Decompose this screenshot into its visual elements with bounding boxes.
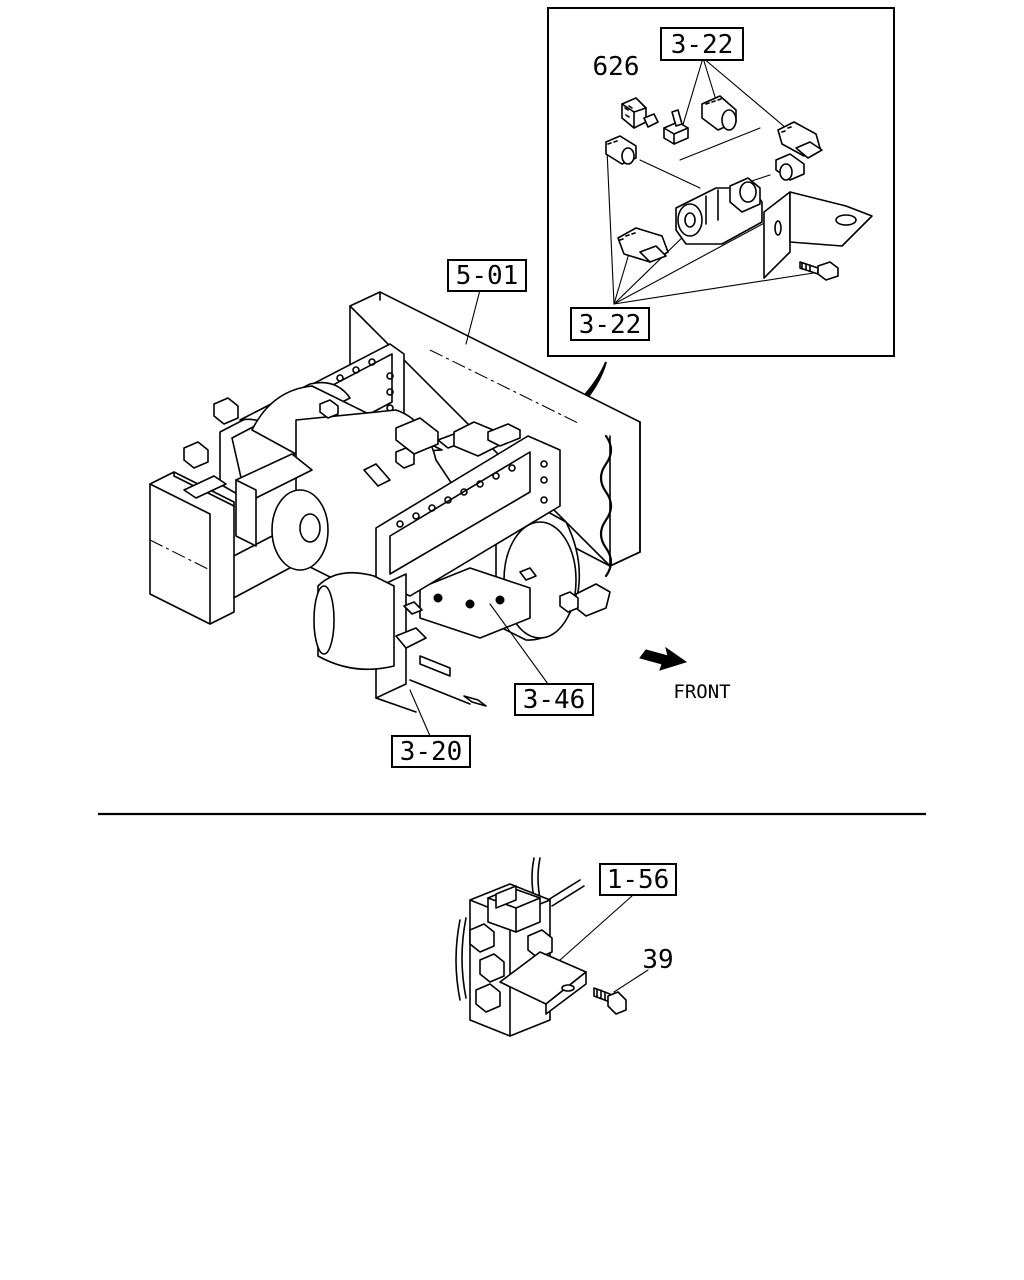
check-valve-part	[701, 95, 737, 131]
pressure-switch-part	[621, 97, 659, 129]
main-assembly: 5-01 3-46 3-20	[149, 259, 641, 768]
lower-bolt	[593, 987, 627, 1015]
callout-label-5-01: 5-01	[456, 261, 519, 291]
callout-box-3-22-top	[660, 27, 744, 61]
center-line	[429, 349, 581, 425]
callout-label-3-20: 3-20	[400, 737, 463, 767]
elbow-fitting-small	[663, 109, 689, 145]
connector-left-top	[605, 135, 637, 165]
connector-mid-right	[775, 153, 805, 181]
central-valve-body	[675, 177, 763, 245]
control-module	[149, 471, 235, 625]
lower-detail: 1-56 39	[455, 857, 677, 1037]
callout-label-3-22-bottom: 3-22	[579, 310, 642, 340]
valve-assembly-lower	[455, 857, 585, 1037]
lower-bracket	[499, 951, 587, 1015]
lower-leader-lines	[559, 895, 649, 993]
callout-box-3-20	[391, 735, 471, 768]
part-number-39: 39	[642, 945, 673, 975]
callout-label-1-56: 1-56	[607, 865, 670, 895]
front-direction-indicator: FRONT	[639, 646, 731, 703]
detail-inset: 3-22 626 3-22	[547, 7, 895, 357]
callout-box-5-01	[447, 259, 527, 292]
callout-box-3-46	[514, 683, 594, 716]
fittings-details	[183, 397, 611, 707]
elbow-fitting-right	[777, 121, 823, 159]
main-leader-lines	[409, 289, 549, 737]
callout-label-3-46: 3-46	[523, 685, 586, 715]
inset-leader-lines	[606, 57, 821, 305]
callout-label-3-22-top: 3-22	[671, 30, 734, 60]
inset-bolt	[799, 261, 839, 281]
part-number-626: 626	[593, 52, 640, 82]
callout-box-3-22-bottom	[570, 307, 650, 341]
callout-box-1-56	[599, 863, 677, 896]
mounting-bracket	[763, 191, 873, 279]
elbow-fitting-lower	[617, 227, 669, 263]
air-tank-lower	[313, 571, 395, 671]
front-label: FRONT	[673, 681, 730, 703]
detail-inset-frame	[547, 7, 895, 357]
front-arrow-icon	[639, 646, 688, 671]
